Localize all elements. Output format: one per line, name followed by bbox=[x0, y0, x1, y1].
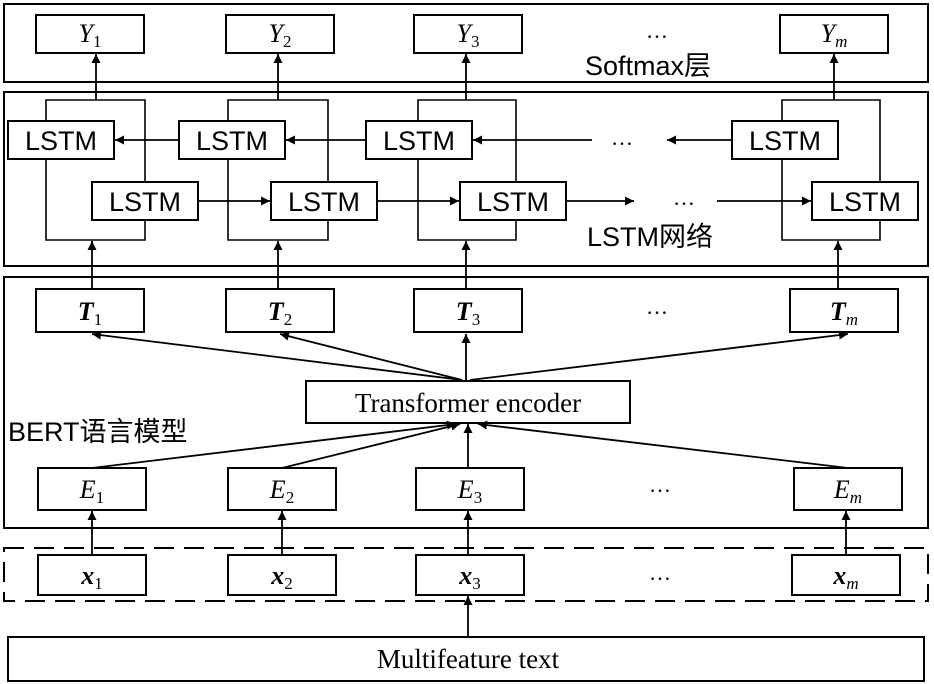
lstm-cell-label: LSTM bbox=[829, 187, 901, 217]
embedding-em-node: Em bbox=[793, 467, 903, 511]
input-x3-label: x3 bbox=[458, 561, 481, 593]
input-x2-label: x2 bbox=[270, 561, 293, 593]
lstm-column-frames bbox=[45, 99, 881, 241]
input-x-ellipsis: … bbox=[649, 560, 671, 585]
lstm-column-m-frame bbox=[781, 99, 836, 241]
backward-lstm-cell-3: LSTM bbox=[365, 120, 473, 160]
lstm-column-2-frame bbox=[227, 99, 278, 241]
output-ym-label: Ym bbox=[821, 19, 848, 51]
backward-lstm-cell-m: LSTM bbox=[731, 120, 839, 160]
output-y3-node: Y3 bbox=[413, 14, 523, 54]
backward-lstm-ellipsis: … bbox=[611, 125, 633, 150]
token-t2-label: T2 bbox=[268, 297, 292, 329]
e-to-encoder-arrows bbox=[91, 420, 849, 469]
output-y3-label: Y3 bbox=[457, 19, 480, 51]
token-t3-node: T3 bbox=[413, 288, 523, 333]
backward-lstm-cell-2: LSTM bbox=[178, 120, 286, 160]
input-x1-label: x1 bbox=[80, 561, 103, 593]
token-t3-label: T3 bbox=[456, 297, 480, 329]
token-t-ellipsis: … bbox=[646, 294, 668, 319]
lstm-column-3-frame bbox=[417, 99, 468, 241]
output-y1-node: Y1 bbox=[35, 14, 145, 54]
input-xm-node: xm bbox=[791, 554, 901, 596]
backward-lstm-cell-1: LSTM bbox=[7, 120, 115, 160]
input-layer-dashed-frame bbox=[3, 547, 929, 602]
output-y1-label: Y1 bbox=[79, 19, 102, 51]
lstm-cell-label: LSTM bbox=[196, 126, 268, 156]
output-ellipsis: … bbox=[646, 18, 668, 43]
embedding-e3-label: E3 bbox=[457, 475, 482, 507]
embedding-em-label: Em bbox=[833, 475, 862, 507]
lstm-layer-label: LSTM网络 bbox=[587, 222, 713, 252]
token-t2-node: T2 bbox=[225, 288, 335, 333]
lstm-cell-label: LSTM bbox=[383, 126, 455, 156]
t-to-lstm-arrows bbox=[87, 241, 843, 288]
lstm-to-output-arrows bbox=[91, 54, 839, 100]
embedding-e2-node: E2 bbox=[227, 467, 337, 511]
lstm-cell-label: LSTM bbox=[477, 187, 549, 217]
embedding-e1-node: E1 bbox=[37, 467, 147, 511]
lstm-cell-label: LSTM bbox=[109, 187, 181, 217]
token-t1-label: T1 bbox=[78, 297, 102, 329]
transformer-encoder-box: Transformer encoder bbox=[305, 380, 631, 424]
lstm-cell-label: LSTM bbox=[288, 187, 360, 217]
token-t1-node: T1 bbox=[35, 288, 145, 333]
token-tm-label: Tm bbox=[830, 297, 858, 329]
input-xm-label: xm bbox=[832, 561, 858, 593]
bert-layer-label: BERT语言模型 bbox=[8, 417, 188, 447]
embedding-e3-node: E3 bbox=[415, 467, 525, 511]
transformer-encoder-label: Transformer encoder bbox=[355, 388, 581, 418]
embedding-e-ellipsis: … bbox=[649, 472, 671, 497]
forward-lstm-cell-m: LSTM bbox=[811, 181, 919, 221]
token-tm-node: Tm bbox=[789, 288, 899, 333]
x-to-e-arrows bbox=[87, 511, 851, 555]
lstm-cell-label: LSTM bbox=[25, 126, 97, 156]
input-x1-node: x1 bbox=[37, 554, 147, 596]
output-ym-node: Ym bbox=[779, 14, 889, 54]
softmax-layer-label: Softmax层 bbox=[585, 51, 711, 81]
lstm-cell-label: LSTM bbox=[749, 126, 821, 156]
encoder-to-t-arrows bbox=[91, 330, 849, 381]
forward-lstm-cell-3: LSTM bbox=[459, 181, 567, 221]
forward-lstm-cell-1: LSTM bbox=[91, 181, 199, 221]
output-y2-label: Y2 bbox=[269, 19, 292, 51]
input-x2-node: x2 bbox=[227, 554, 337, 596]
input-x3-node: x3 bbox=[415, 554, 525, 596]
lstm-connection-arrows bbox=[115, 135, 811, 206]
output-y2-node: Y2 bbox=[225, 14, 335, 54]
multifeature-text-label: Multifeature text bbox=[377, 644, 560, 674]
forward-lstm-cell-2: LSTM bbox=[270, 181, 378, 221]
embedding-e1-label: E1 bbox=[79, 475, 104, 507]
embedding-e2-label: E2 bbox=[269, 475, 294, 507]
forward-lstm-ellipsis: … bbox=[673, 185, 695, 210]
lstm-column-1-frame bbox=[45, 99, 98, 241]
multifeature-text-box bbox=[7, 636, 925, 682]
